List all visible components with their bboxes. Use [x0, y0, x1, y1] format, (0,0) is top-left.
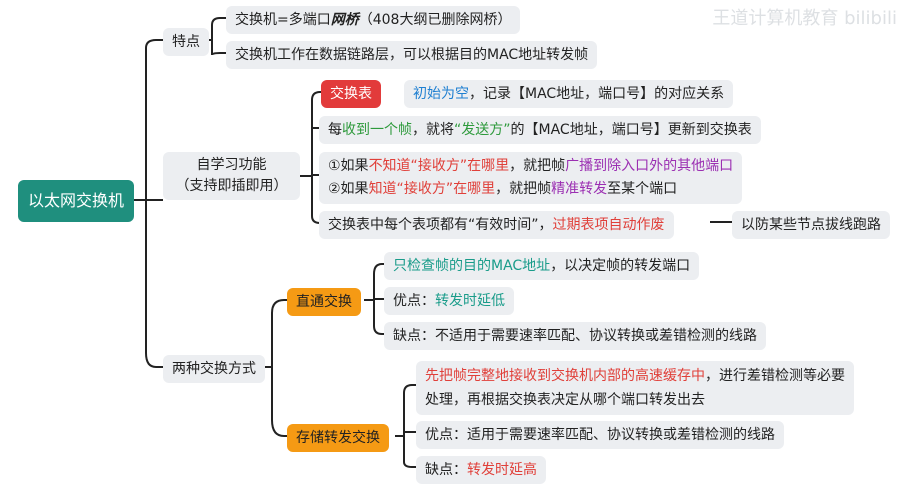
root-node[interactable]: 以太网交换机	[18, 180, 134, 222]
learning-rule-2[interactable]: ①如果不知道“接收方”在哪里，就把帧广播到除入口外的其他端口 ②如果知道“接收方…	[319, 152, 743, 204]
rule1-d: “发送方”	[454, 122, 511, 138]
learning-label-1: 自学习功能	[196, 157, 267, 173]
table-initial-empty: 初始为空	[413, 86, 469, 102]
rule2a-1: ①如果	[328, 158, 369, 174]
feature-item-2[interactable]: 交换机工作在数据链路层，可以根据目的MAC地址转发帧	[226, 41, 598, 69]
sf-desc-b: ，进行差错检测等必要	[705, 368, 845, 384]
rule2b-1: ②如果	[328, 181, 369, 197]
cut-desc-b: ，以决定帧的转发端口	[550, 258, 691, 274]
switch-table-tag[interactable]: 交换表	[321, 80, 381, 108]
sf-con-a: 缺点：	[425, 462, 467, 478]
features-node[interactable]: 特点	[163, 28, 209, 56]
rule2a-2: 不知道“接收方”在哪里	[368, 158, 510, 174]
learning-node[interactable]: 自学习功能 （支持即插即用）	[163, 152, 300, 200]
store-forward-tag[interactable]: 存储转发交换	[287, 424, 389, 452]
feature-1-text-bridge: 网桥	[330, 12, 359, 28]
rule1-c: ，就将	[412, 122, 454, 138]
rule1-e: 的【MAC地址，端口号】更新到交换表	[510, 122, 752, 138]
rule2-line-a: ①如果不知道“接收方”在哪里，就把帧广播到除入口外的其他端口	[328, 155, 733, 178]
table-desc-rest: ，记录【MAC地址，端口号】的对应关系	[469, 86, 725, 102]
store-forward-con[interactable]: 缺点：转发时延高	[416, 456, 546, 484]
watermark: 王道计算机教育 bilibili	[712, 8, 897, 29]
rule2b-3: ，就把帧	[495, 181, 552, 197]
learning-rule-3-note[interactable]: 以防某些节点拔线跑路	[732, 211, 890, 239]
sf-desc-a: 先把帧完整地接收到交换机内部的高速缓存中	[425, 368, 705, 384]
sf-con-b: 转发时延高	[467, 462, 537, 478]
sf-desc-line-1: 先把帧完整地接收到交换机内部的高速缓存中，进行差错检测等必要	[425, 364, 845, 388]
rule3-b: 过期表项自动作废	[552, 217, 665, 233]
feature-2-text: 交换机工作在数据链路层，可以根据目的MAC地址转发帧	[235, 47, 589, 63]
cut-through-pro[interactable]: 优点：转发时延低	[384, 287, 514, 315]
rule2a-3: ，就把帧	[509, 158, 566, 174]
store-forward-pro[interactable]: 优点：适用于需要速率匹配、协议转换或差错检测的线路	[416, 421, 784, 449]
rule2b-4: 精准转发	[551, 181, 608, 197]
cut-desc-a: 只检查帧的目的MAC地址	[393, 258, 551, 274]
feature-1-text-a: 交换机=多端口	[235, 12, 331, 28]
feature-item-1[interactable]: 交换机=多端口网桥（408大纲已删除网桥）	[226, 6, 521, 34]
rule2a-4: 广播到除入口外的其他端口	[565, 158, 734, 174]
store-forward-desc[interactable]: 先把帧完整地接收到交换机内部的高速缓存中，进行差错检测等必要 处理，再根据交换表…	[416, 361, 854, 415]
rule1-b: 收到一个帧	[342, 122, 412, 138]
learning-rule-1[interactable]: 每收到一个帧，就将“发送方”的【MAC地址，端口号】更新到交换表	[319, 116, 761, 144]
cut-pro-a: 优点：	[393, 293, 435, 309]
rule2-line-b: ②如果知道“接收方”在哪里，就把帧精准转发至某个端口	[328, 178, 733, 201]
cut-pro-b: 转发时延低	[435, 293, 505, 309]
modes-node[interactable]: 两种交换方式	[163, 355, 265, 383]
rule1-a: 每	[328, 122, 342, 138]
sf-desc-line-2: 处理，再根据交换表决定从哪个端口转发出去	[425, 392, 705, 408]
switch-table-desc[interactable]: 初始为空，记录【MAC地址，端口号】的对应关系	[404, 80, 734, 108]
learning-rule-3[interactable]: 交换表中每个表项都有“有效时间”，过期表项自动作废	[319, 211, 674, 239]
rule2b-2: 知道“接收方”在哪里	[368, 181, 496, 197]
cut-through-desc[interactable]: 只检查帧的目的MAC地址，以决定帧的转发端口	[384, 252, 700, 280]
rule2b-5: 至某个端口	[607, 181, 678, 197]
cut-through-con[interactable]: 缺点：不适用于需要速率匹配、协议转换或差错检测的线路	[384, 322, 766, 350]
cut-through-tag[interactable]: 直通交换	[287, 288, 361, 316]
feature-1-text-c: （408大纲已删除网桥）	[358, 12, 512, 28]
learning-label-2: （支持即插即用）	[175, 178, 288, 194]
rule3-a: 交换表中每个表项都有“有效时间”，	[328, 217, 553, 233]
